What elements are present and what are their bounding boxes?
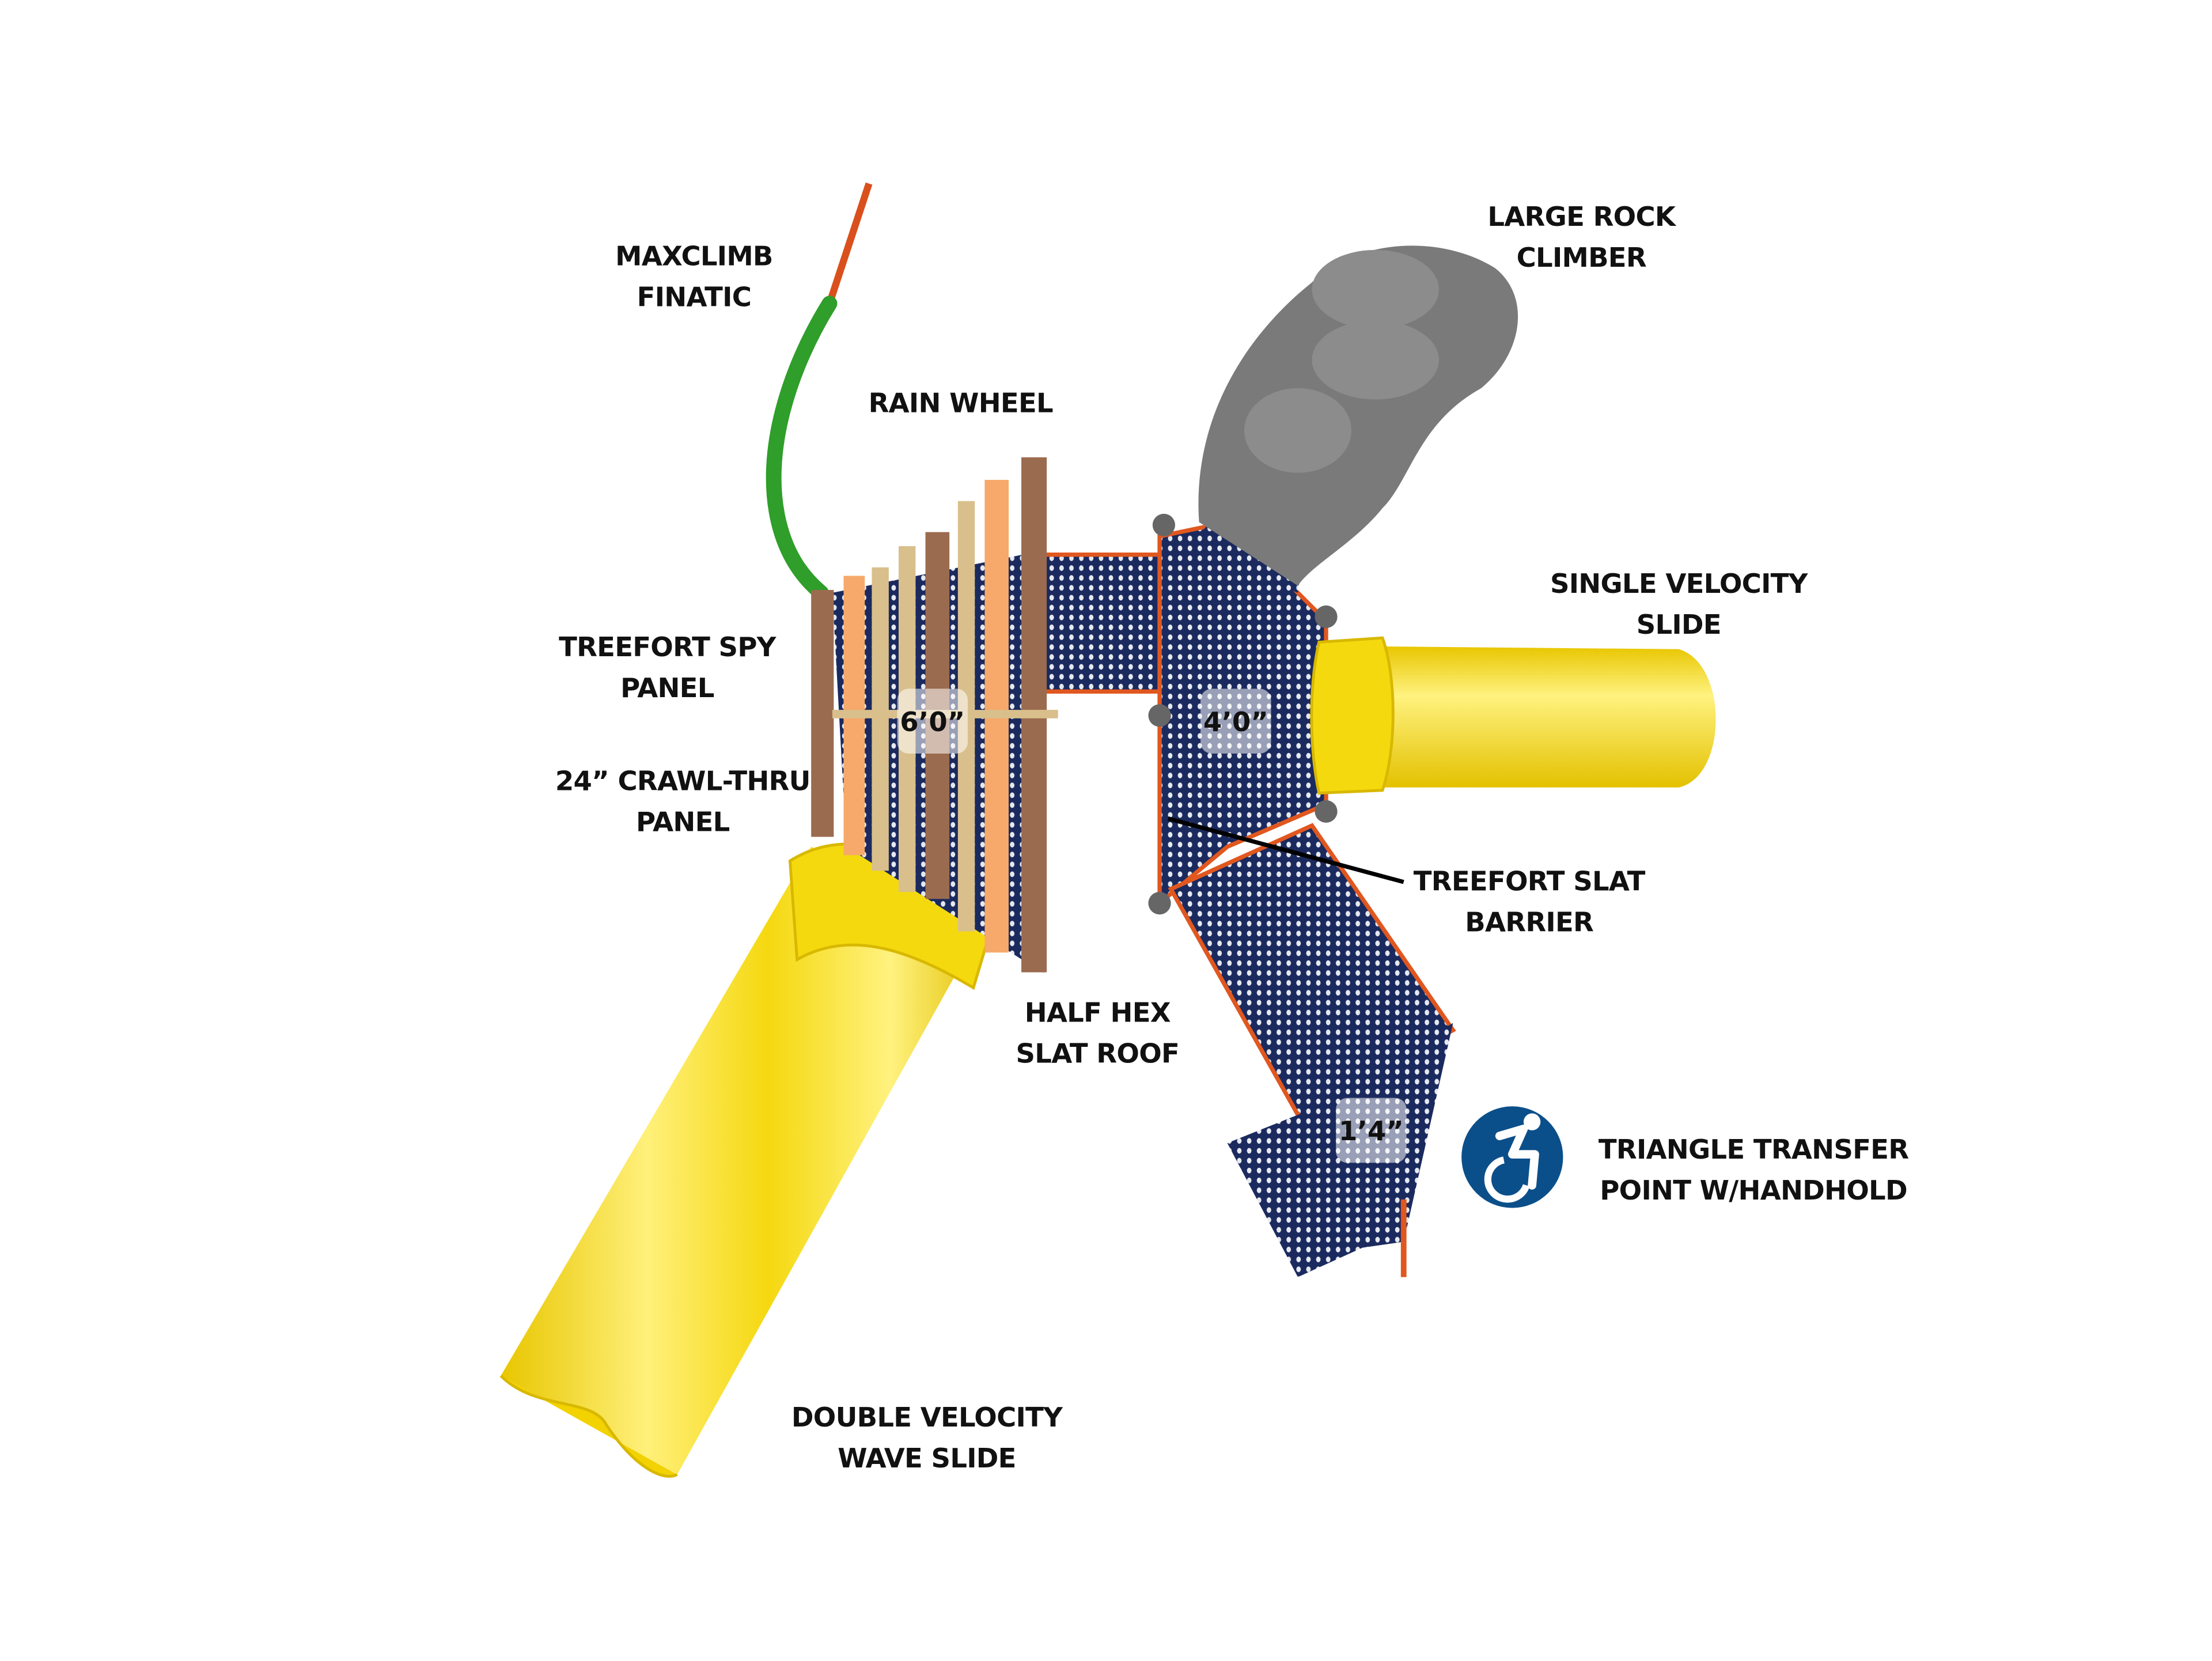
deck-height-main-text: 6’0” (900, 706, 965, 737)
half-hex-slat-roof (811, 457, 1058, 973)
single-velocity-slide (1310, 636, 1716, 795)
deck-height-secondary: 4’0” (1200, 688, 1271, 754)
double-velocity-wave-slide (499, 842, 997, 1478)
large-rock-climber (1198, 245, 1518, 586)
wheelchair-icon (1461, 1106, 1563, 1208)
slat-barrier-leader (1167, 816, 1404, 884)
maxclimb-finatic (766, 182, 873, 601)
deck-height-transfer: 1’4” (1336, 1098, 1407, 1163)
label-rain-wheel: RAIN WHEEL (869, 387, 1053, 418)
deck-height-secondary-text: 4’0” (1203, 706, 1268, 737)
deck-height-transfer-text: 1’4” (1339, 1115, 1404, 1147)
deck-height-main: 6’0” (897, 688, 968, 754)
transfer-ramp (1168, 823, 1456, 1277)
